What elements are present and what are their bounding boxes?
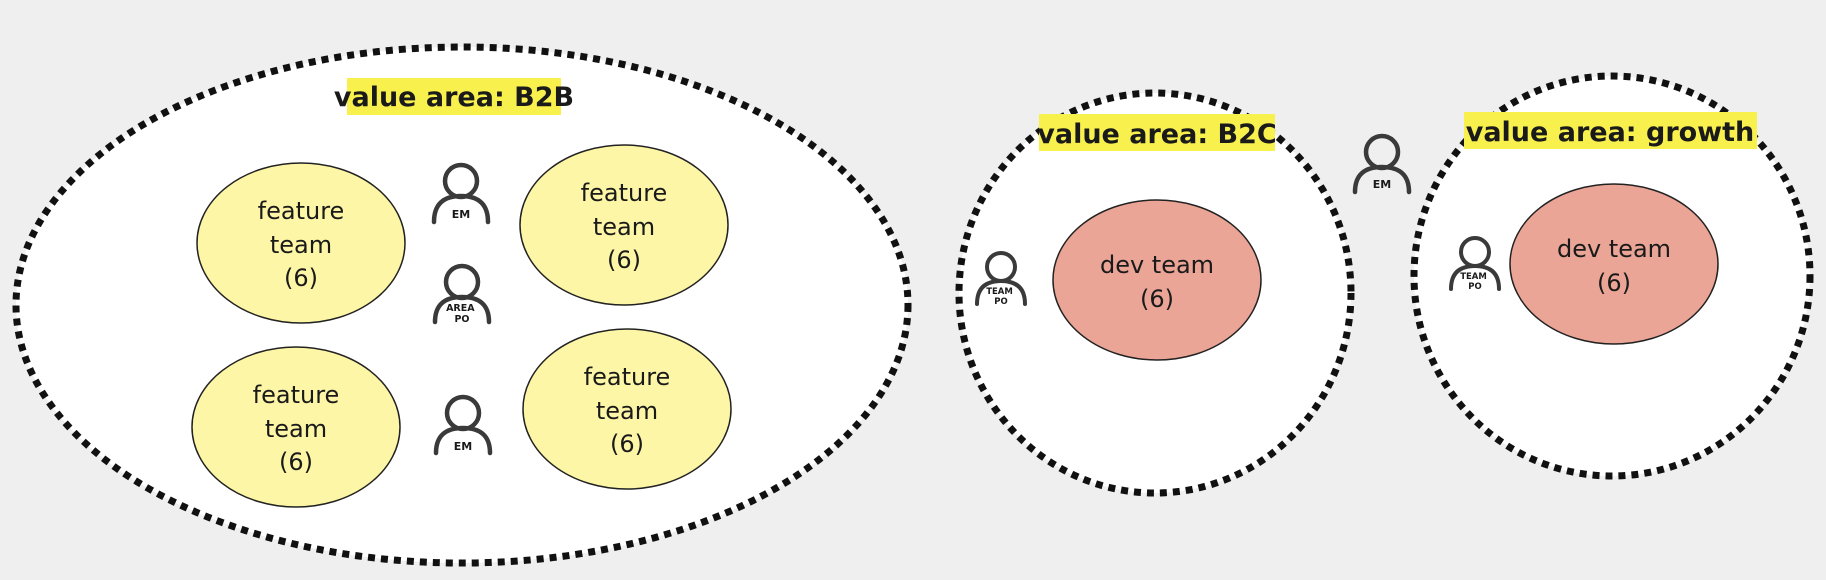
feature-team[interactable]: feature team (6)	[522, 328, 732, 490]
person-icon	[1352, 133, 1412, 195]
team-label-line1: dev team	[1100, 251, 1214, 279]
role-label: TEAM PO	[1460, 272, 1490, 292]
team-product-owner-person[interactable]: TEAM PO	[975, 251, 1027, 307]
dev-team[interactable]: dev team (6)	[1509, 183, 1719, 345]
value-area-label-highlight	[1039, 114, 1275, 151]
team-label-line2: team	[593, 213, 655, 241]
engineering-manager-person[interactable]: EM	[433, 394, 493, 456]
person-icon	[975, 251, 1027, 306]
person-icon	[431, 162, 491, 225]
value-area-label-highlight	[1464, 112, 1757, 149]
value-area-label: value area: B2C	[1037, 119, 1276, 150]
team-label-line1: feature	[258, 197, 345, 225]
person-icon	[1449, 236, 1501, 291]
person-icon	[433, 394, 493, 456]
person-icon	[432, 263, 492, 325]
role-label-line1: TEAM	[986, 287, 1013, 297]
role-label-line2: PO	[454, 314, 469, 325]
value-area-label-highlight	[347, 78, 561, 115]
value-area-b2c[interactable]: value area: B2C dev team (6) TEAM PO	[955, 89, 1355, 497]
value-area-growth[interactable]: value area: growth dev team (6) TEAM PO	[1410, 72, 1814, 480]
feature-team[interactable]: feature team (6)	[196, 162, 406, 324]
team-size: (6)	[1597, 269, 1631, 297]
engineering-manager-person[interactable]: EM	[1352, 133, 1412, 195]
feature-team[interactable]: feature team (6)	[519, 144, 729, 306]
engineering-manager-person[interactable]: EM	[431, 162, 491, 225]
team-label-line2: team	[270, 231, 332, 259]
team-size: (6)	[284, 264, 318, 292]
team-size: (6)	[610, 430, 644, 458]
role-label-line2: PO	[1468, 282, 1481, 292]
role-label-line2: PO	[994, 297, 1007, 307]
role-label: AREA PO	[446, 303, 478, 325]
value-area-label: value area: growth	[1466, 117, 1755, 148]
team-size: (6)	[1140, 285, 1174, 313]
team-label-line1: dev team	[1557, 235, 1671, 263]
team-label-line1: feature	[253, 381, 340, 409]
team-size: (6)	[279, 448, 313, 476]
team-label-line2: team	[265, 415, 327, 443]
value-area-label: value area: B2B	[334, 82, 574, 113]
dev-team[interactable]: dev team (6)	[1052, 199, 1262, 361]
feature-team[interactable]: feature team (6)	[191, 346, 401, 508]
team-label-line1: feature	[581, 179, 668, 207]
role-label: TEAM PO	[986, 287, 1016, 307]
area-product-owner-person[interactable]: AREA PO	[432, 263, 492, 325]
role-label-line1: TEAM	[1460, 272, 1487, 282]
role-label: EM	[452, 208, 470, 221]
team-label-line2: team	[596, 397, 658, 425]
value-area-b2b[interactable]: value area: B2B feature team (6) feature…	[12, 43, 912, 567]
team-product-owner-person[interactable]: TEAM PO	[1449, 236, 1501, 292]
role-label: EM	[454, 440, 472, 453]
team-label-line1: feature	[584, 363, 671, 391]
role-label-line1: AREA	[446, 303, 475, 314]
team-size: (6)	[607, 246, 641, 274]
role-label: EM	[1373, 178, 1391, 191]
